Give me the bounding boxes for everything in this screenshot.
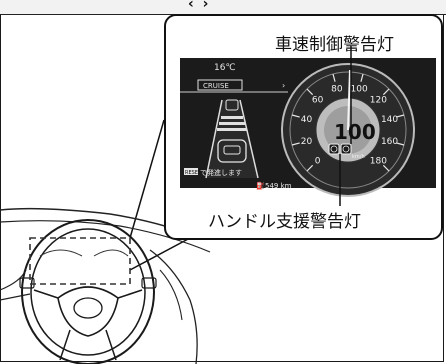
speedometer-tick-label: 120 [370, 96, 387, 106]
cruise-mode-label: CRUISE [203, 82, 229, 90]
steering-assist-warning-lamp-icon [328, 143, 340, 155]
speedometer-tick-label: 180 [370, 156, 387, 166]
speedometer-tick-label: 140 [381, 115, 398, 125]
speedometer-tick-label: 160 [381, 137, 398, 147]
header-glyphs: ‹ › [188, 0, 211, 12]
speedometer-tick [382, 88, 390, 96]
speedometer-tick [291, 142, 300, 146]
steering-assist-warning-label: ハンドル支援警告灯 [208, 212, 361, 232]
speed-control-warning-label: 車速制御警告灯 [275, 35, 394, 55]
speedometer-tick-label: 100 [351, 84, 368, 94]
status-message: で発進します [200, 168, 242, 177]
speed-readout: 100 [334, 120, 376, 144]
speedometer-tick [382, 164, 390, 172]
speedometer-tick [306, 164, 314, 172]
reset-badge [184, 168, 198, 175]
speedometer-tick [306, 88, 314, 96]
speed-unit: km/h [352, 154, 365, 160]
speedometer-tick-label: 80 [331, 84, 343, 94]
speedometer-tick [291, 114, 300, 118]
fuel-icon: ⛽ [256, 181, 265, 190]
cruise-mode-frame [197, 79, 243, 91]
speedometer-tick-label: 40 [301, 115, 313, 125]
speedometer-tick-label: 60 [312, 96, 324, 106]
range-readout: 549 km [265, 182, 292, 190]
lead-car-icon [225, 99, 239, 111]
speedometer-tick [396, 142, 405, 146]
reset-badge-text: RESET [185, 170, 202, 176]
chevron-right-icon: › [282, 81, 285, 90]
speedometer-tick-label: 20 [301, 137, 313, 147]
speed-needle [347, 69, 351, 131]
own-car-icon [217, 139, 247, 163]
speedometer-tick [396, 114, 405, 118]
speedometer-tick [332, 73, 336, 82]
speedometer-tick [360, 73, 364, 82]
speedometer-tick-label: 0 [315, 156, 321, 166]
temperature-readout: 16℃ [214, 63, 236, 73]
speed-control-warning-lamp-icon [340, 143, 352, 155]
speedometer-ticks [291, 73, 405, 172]
